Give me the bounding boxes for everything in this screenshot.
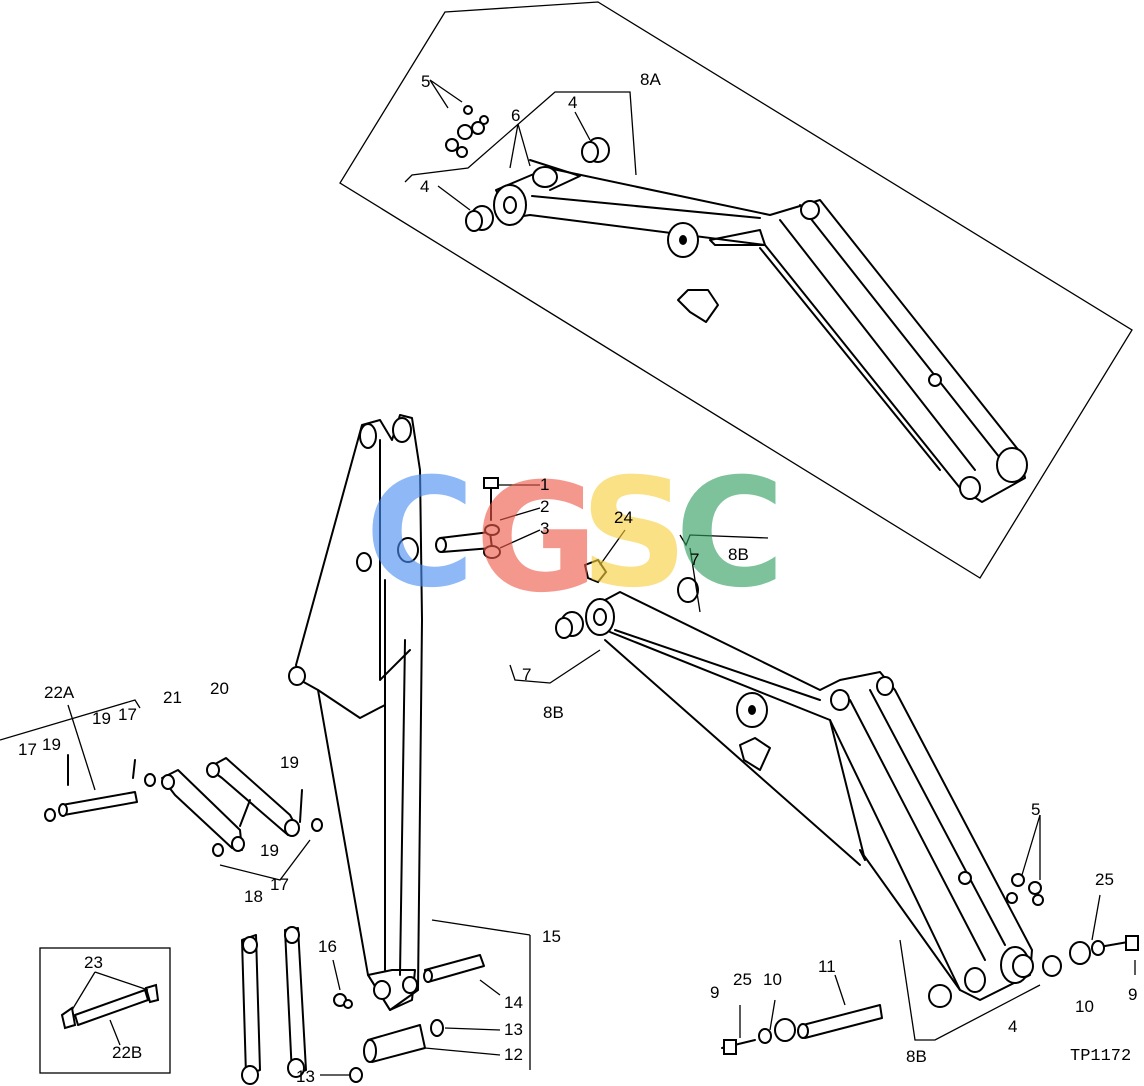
callout-22a: 22A [44, 683, 75, 702]
callout-19-left: 19 [42, 735, 61, 754]
callout-13-right: 13 [504, 1020, 523, 1039]
callout-8a: 8A [640, 70, 661, 89]
leader-lines [320, 484, 1136, 1076]
callout-17-middle: 17 [118, 705, 137, 724]
callout-19-lower: 19 [260, 841, 279, 860]
callout-19-right: 19 [280, 753, 299, 772]
watermark-letter-g: G [475, 452, 598, 626]
callout-17-lower: 17 [270, 875, 289, 894]
watermark-cgsc: C G S C [365, 447, 785, 626]
callout-10-right: 10 [1075, 997, 1094, 1016]
callout-1: 1 [540, 475, 549, 494]
callout-4-upper-left: 4 [420, 177, 429, 196]
callout-24: 24 [614, 508, 633, 527]
pin-assembly-part-9-11 [721, 935, 1139, 1055]
callout-11: 11 [818, 957, 836, 976]
watermark-letter-s: S [580, 447, 688, 621]
callout-3: 3 [540, 519, 549, 538]
callout-8b-middle: 8B [543, 703, 564, 722]
callout-6: 6 [511, 106, 520, 125]
linkage-parts-left [0, 699, 323, 1085]
callout-9-right: 9 [1128, 985, 1137, 1004]
callout-7-lower: 7 [522, 665, 531, 684]
inset-box-22b [39, 947, 171, 1074]
callout-21: 21 [163, 688, 182, 707]
callout-19-middle: 19 [92, 709, 111, 728]
callout-7-upper: 7 [690, 550, 699, 569]
callout-2: 2 [540, 497, 549, 516]
watermark-letter-c2: C [675, 447, 785, 621]
figure-code: TP1172 [1070, 1047, 1131, 1066]
grease-fitting-part-24 [583, 558, 608, 584]
callout-4-lower: 4 [1008, 1017, 1017, 1036]
callout-16: 16 [318, 937, 337, 956]
callout-8b-lower: 8B [906, 1047, 927, 1066]
callout-5-lower: 5 [1031, 800, 1040, 819]
boom-inset-panel [339, 1, 1133, 579]
callout-25-right: 25 [1095, 870, 1114, 889]
callout-17-left: 17 [18, 740, 37, 759]
watermark-letter-c1: C [365, 447, 475, 621]
boom-lower-assembly [509, 534, 1044, 1041]
callout-22b: 22B [112, 1043, 142, 1062]
callout-25-left: 25 [733, 970, 752, 989]
grease-fitting-part-5 [445, 105, 489, 158]
callout-13-left: 13 [296, 1067, 315, 1086]
callout-8b-upper: 8B [728, 545, 749, 564]
callout-12: 12 [504, 1045, 523, 1064]
boom-upper-assembly [404, 79, 1028, 503]
pin-assembly-part-12-16 [333, 954, 485, 1083]
callout-15: 15 [542, 927, 561, 946]
callout-23: 23 [84, 953, 103, 972]
callout-5-upper: 5 [421, 72, 430, 91]
callout-10-left: 10 [763, 970, 782, 989]
callout-9-left: 9 [710, 983, 719, 1002]
pin-bolt-part-1-3 [435, 477, 501, 559]
callout-14: 14 [504, 993, 523, 1012]
callout-4-upper-right: 4 [568, 93, 577, 112]
dipper-stick [288, 414, 423, 1011]
bushing-part-4 [465, 137, 610, 232]
callout-18: 18 [244, 887, 263, 906]
callout-20: 20 [210, 679, 229, 698]
callout-labels: 1 2 3 4 4 4 5 5 6 7 7 8A 8B 8B 8B 9 9 10… [18, 70, 1137, 1086]
